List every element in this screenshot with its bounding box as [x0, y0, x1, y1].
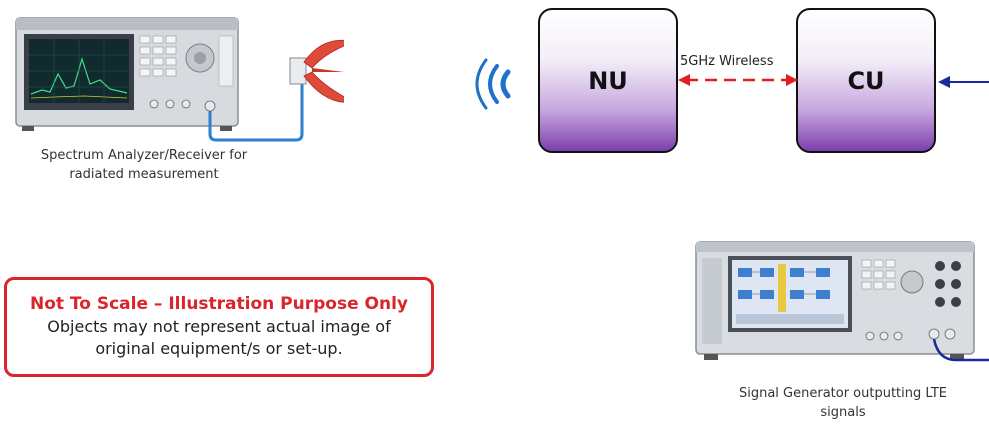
wireless-signal-icon	[475, 58, 511, 110]
generator-caption-line2: signals	[820, 405, 866, 420]
generator-caption-line1: Signal Generator outputting LTE	[738, 386, 948, 401]
disclaimer-line2: original equipment/s or set-up.	[95, 339, 343, 358]
signal-generator-image	[695, 241, 989, 362]
disclaimer-box: Not To Scale – Illustration Purpose Only…	[4, 277, 434, 377]
analyzer-caption-line2: radiated measurement	[69, 167, 219, 182]
cu-node: CU	[796, 8, 936, 153]
nu-node: NU	[538, 8, 678, 153]
cu-label: CU	[847, 66, 885, 95]
cu-input-cable	[938, 76, 989, 88]
disclaimer-line1: Objects may not represent actual image o…	[47, 317, 391, 336]
nu-label: NU	[588, 66, 628, 95]
generator-caption: Signal Generator outputting LTE signals	[698, 384, 988, 422]
analyzer-caption: Spectrum Analyzer/Receiver for radiated …	[14, 146, 274, 184]
spectrum-analyzer-image	[15, 17, 344, 142]
disclaimer-title: Not To Scale – Illustration Purpose Only	[29, 294, 409, 314]
wireless-link-label: 5GHz Wireless	[680, 54, 774, 69]
wireless-link-arrow	[678, 74, 798, 86]
analyzer-caption-line1: Spectrum Analyzer/Receiver for	[40, 148, 248, 163]
